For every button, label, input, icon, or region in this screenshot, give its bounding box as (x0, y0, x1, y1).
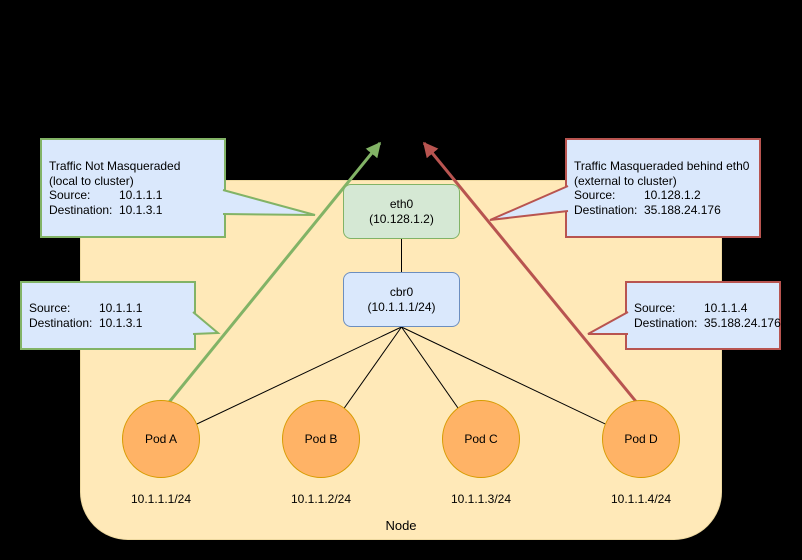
eth0-box: eth0 (10.128.1.2) (343, 184, 460, 239)
pod-b-cidr: 10.1.1.2/24 (290, 492, 352, 506)
eth0-ip: (10.128.1.2) (369, 211, 434, 226)
pod-d-cidr: 10.1.1.4/24 (610, 492, 672, 506)
pod-a-cidr: 10.1.1.1/24 (130, 492, 192, 506)
destination-value: 10.1.3.1 (99, 315, 143, 330)
callout-title: Traffic Masqueraded behind eth0 (574, 159, 750, 173)
callout-subtitle: (local to cluster) (49, 173, 134, 188)
pod-b-circle: Pod B (282, 400, 360, 478)
pod-a-label: Pod A (144, 432, 178, 446)
pod-b-label: Pod B (304, 432, 338, 446)
source-label: Source: (49, 188, 91, 202)
pod-c-cidr: 10.1.1.3/24 (450, 492, 512, 506)
cbr0-box: cbr0 (10.1.1.1/24) (343, 272, 460, 327)
pod-d-circle: Pod D (602, 400, 680, 478)
callout-subtitle: (external to cluster) (574, 173, 677, 188)
callout-masqueraded: Traffic Masqueraded behind eth0 (externa… (565, 138, 761, 238)
pod-c-label: Pod C (464, 432, 498, 446)
callout-not-masqueraded: Traffic Not Masqueraded (local to cluste… (40, 138, 226, 238)
destination-value: 10.1.3.1 (119, 202, 163, 217)
cbr0-name: cbr0 (389, 284, 414, 299)
destination-label: Destination: (29, 315, 93, 330)
source-value: 10.1.1.1 (99, 301, 143, 315)
callout-pod-d-packet: Source: 10.1.1.4 Destination: 35.188.24.… (625, 281, 781, 350)
destination-label: Destination: (574, 202, 638, 217)
source-label: Source: (574, 188, 616, 202)
destination-value: 35.188.24.176 (704, 315, 781, 330)
source-label: Source: (29, 301, 71, 315)
callout-title: Traffic Not Masqueraded (49, 159, 181, 173)
eth0-name: eth0 (389, 196, 414, 211)
callout-pod-a-packet: Source: 10.1.1.1 Destination: 10.1.3.1 (20, 281, 196, 350)
destination-label: Destination: (634, 315, 698, 330)
source-value: 10.1.1.4 (704, 301, 748, 315)
source-label: Source: (634, 301, 676, 315)
pod-a-circle: Pod A (122, 400, 200, 478)
destination-label: Destination: (49, 202, 113, 217)
cbr0-ip: (10.1.1.1/24) (367, 299, 436, 314)
destination-value: 35.188.24.176 (644, 202, 721, 217)
pod-c-circle: Pod C (442, 400, 520, 478)
pod-d-label: Pod D (624, 432, 658, 446)
source-value: 10.1.1.1 (119, 188, 163, 202)
source-value: 10.128.1.2 (644, 188, 701, 202)
node-label: Node (385, 518, 417, 533)
